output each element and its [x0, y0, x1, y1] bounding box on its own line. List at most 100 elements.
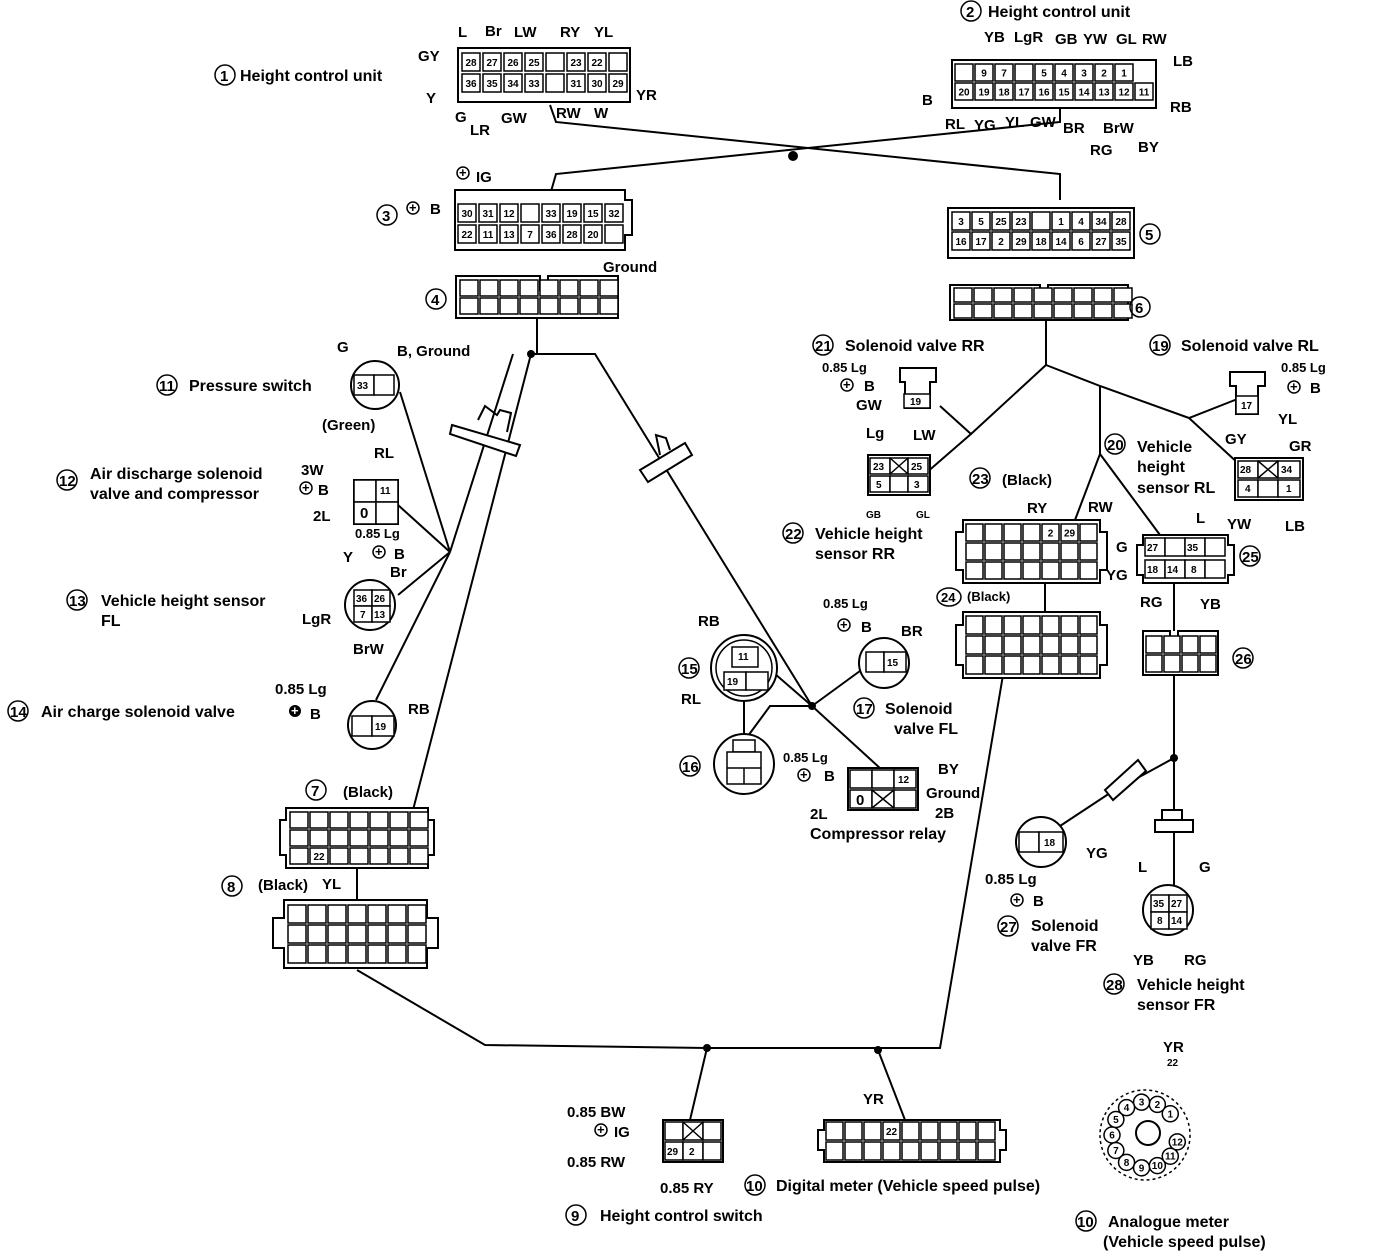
connector1-pin: 33: [528, 79, 540, 90]
connector6-cell: [1053, 303, 1073, 319]
connector5-cell: [1091, 231, 1111, 251]
connector2-pin: 11: [1139, 88, 1150, 99]
svg-text:Br: Br: [390, 564, 407, 581]
connector26-cell: [1199, 654, 1217, 673]
svg-text:Height control switch: Height control switch: [600, 1208, 763, 1225]
connector7-cell: [289, 829, 309, 847]
connector1-cell: [503, 73, 523, 93]
connector1-cell: [545, 73, 565, 93]
connector3-pin: 36: [545, 230, 557, 241]
connector3-cell: [562, 224, 582, 244]
connector5-cell: [971, 231, 991, 251]
connector6-cell: [973, 303, 993, 319]
connector2-cell: [1074, 63, 1094, 82]
digital-meter-cell: [882, 1121, 901, 1141]
connector2-pin: 15: [1058, 88, 1070, 99]
digital-meter-10: 22 YR 10 Digital meter (Vehicle speed pu…: [744, 1091, 1040, 1196]
code-W: W: [594, 105, 609, 122]
svg-text:3: 3: [914, 480, 920, 491]
connector3-cell: [457, 224, 477, 244]
svg-text:Vehicle height sensor: Vehicle height sensor: [101, 593, 266, 610]
connector7-cell: [309, 811, 329, 829]
connector24-cell: [984, 615, 1003, 635]
svg-text:2B: 2B: [935, 805, 954, 822]
connector5-cell: [1051, 231, 1071, 251]
svg-text:0.85 BW: 0.85 BW: [567, 1104, 626, 1121]
connector3-cell: [604, 203, 624, 223]
harness-clip-right-28: [1154, 809, 1194, 833]
connector5-pin: 34: [1095, 217, 1107, 228]
connector23-pin: 2: [1048, 529, 1054, 540]
connector2-pin: 14: [1078, 88, 1090, 99]
connector2-pin: 12: [1118, 88, 1130, 99]
connector-6: 6: [949, 284, 1151, 321]
connector5-pin: 3: [958, 217, 964, 228]
digital-meter-cell: [863, 1141, 882, 1161]
connector3-cell: [583, 224, 603, 244]
svg-text:8: 8: [1191, 565, 1197, 576]
dial-pin: [1117, 1098, 1136, 1117]
connector5-pin: 35: [1115, 237, 1127, 248]
connector7-cell: [409, 829, 429, 847]
connector2-pin: 18: [998, 88, 1010, 99]
svg-text:+: +: [843, 377, 851, 392]
connector24-cell: [965, 655, 984, 675]
connector3-pin: 20: [587, 230, 599, 241]
svg-text:YB: YB: [1200, 596, 1221, 613]
connector24-cell: [1060, 655, 1079, 675]
code-GW2: GW: [1030, 114, 1057, 131]
svg-text:11: 11: [380, 486, 391, 497]
connector7-cell: [349, 829, 369, 847]
connector1-cell: [524, 52, 544, 72]
dial-pin-label: 9: [1139, 1163, 1145, 1174]
digital-meter-cell: [882, 1141, 901, 1161]
svg-text:6: 6: [1135, 300, 1143, 317]
svg-text:GL: GL: [916, 510, 930, 521]
connector2-cell: [1014, 63, 1034, 82]
connector2-cell: [994, 82, 1014, 101]
code-YL: YL: [594, 24, 613, 41]
connector4-cell: [479, 297, 499, 315]
connector4-cell: [499, 279, 519, 297]
connector7-cell: [289, 811, 309, 829]
connector6-cell: [973, 287, 993, 303]
code-RB: RB: [1170, 99, 1192, 116]
code-BY: BY: [1138, 139, 1159, 156]
label-3: 3 + B + IG Ground: [376, 165, 657, 276]
connector1-pin: 25: [528, 58, 540, 69]
connector4-cell: [579, 297, 599, 315]
svg-text:0.85 Lg: 0.85 Lg: [1281, 360, 1326, 375]
connector1-wire-codes: L Br LW RY YL GY Y YR G LR GW RW W: [418, 23, 657, 139]
svg-text:Ground: Ground: [603, 259, 657, 276]
svg-text:0.85 RW: 0.85 RW: [567, 1154, 626, 1171]
svg-text:Vehicle height: Vehicle height: [815, 526, 923, 543]
svg-text:1: 1: [1286, 484, 1292, 495]
svg-text:26: 26: [1235, 651, 1252, 668]
svg-text:35: 35: [1153, 899, 1165, 910]
connector2-cell: [994, 63, 1014, 82]
svg-text:L: L: [1138, 859, 1147, 876]
digital-meter-cell: [958, 1141, 977, 1161]
connector24-cell: [1079, 635, 1098, 655]
connector5-pin: 28: [1115, 217, 1127, 228]
svg-text:sensor RR: sensor RR: [815, 546, 895, 563]
svg-text:G: G: [1199, 859, 1211, 876]
connector6-cell: [993, 287, 1013, 303]
connector24-cell: [1003, 655, 1022, 675]
connector26-cell: [1163, 654, 1181, 673]
connector3-cell: [520, 203, 540, 223]
connector5-cell: [1011, 211, 1031, 231]
connector7-cell: [349, 847, 369, 865]
svg-text:+: +: [840, 617, 848, 632]
connector3-pin: 19: [566, 209, 578, 220]
connector1-cell: [482, 52, 502, 72]
connector5-cell: [951, 231, 971, 251]
connector3-cell: [604, 224, 624, 244]
svg-text:YG: YG: [1086, 845, 1108, 862]
svg-text:0.85 Lg: 0.85 Lg: [822, 360, 867, 375]
connector5-cell: [991, 211, 1011, 231]
svg-text:8: 8: [1157, 916, 1163, 927]
connector8-cell: [327, 924, 347, 944]
connector1-cell: [461, 52, 481, 72]
connector5-cell: [1071, 231, 1091, 251]
